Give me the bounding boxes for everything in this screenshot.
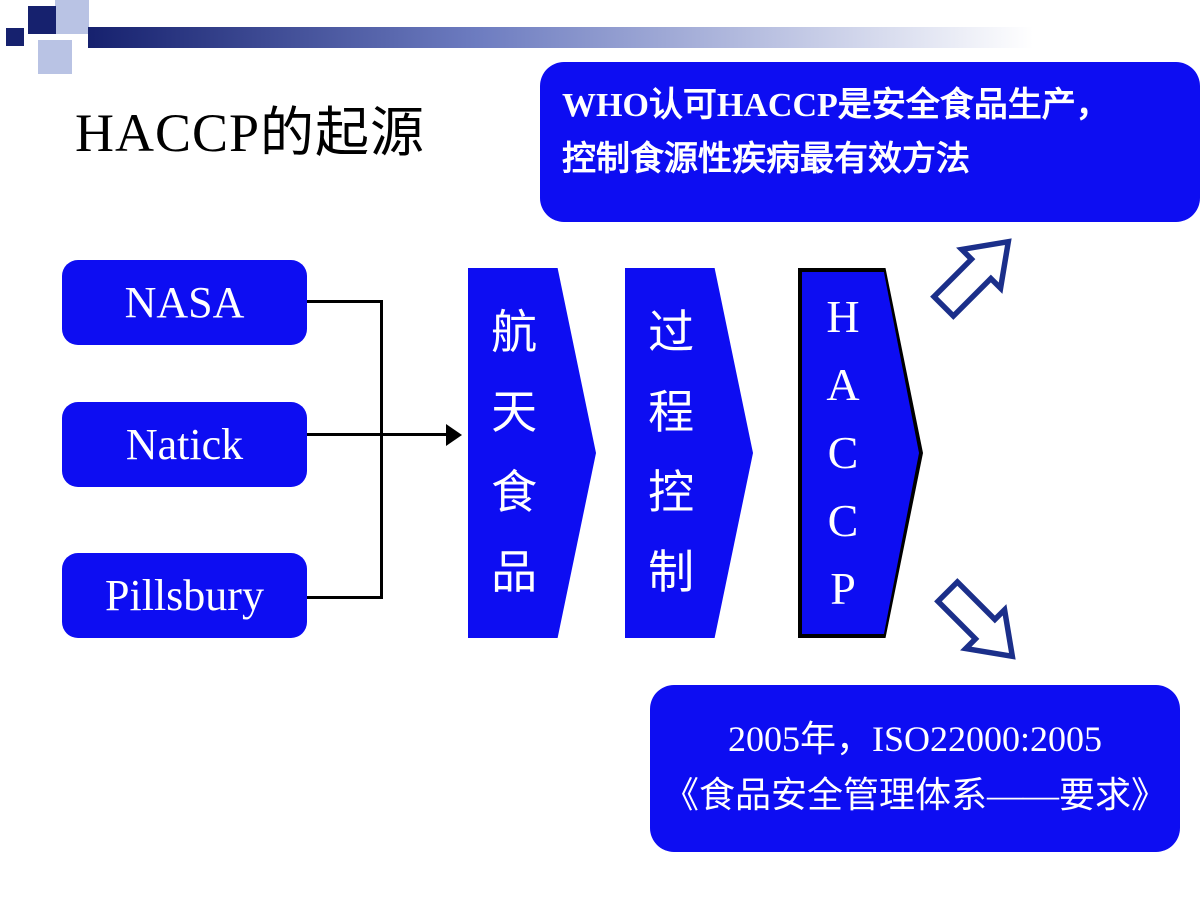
page-title: HACCP的起源: [75, 103, 426, 163]
decor-square-navy-2: [6, 28, 24, 46]
connector-line-nasa: [307, 300, 383, 303]
connector-arrowhead-icon: [446, 424, 462, 446]
iso-callout: 2005年，ISO22000:2005 《食品安全管理体系——要求》: [650, 685, 1180, 852]
flow-step-process-control: 过 程 控 制: [625, 268, 753, 638]
connector-line-vertical: [380, 300, 383, 599]
up-right-arrow-icon: [930, 238, 1012, 320]
source-box-nasa-label: NASA: [124, 278, 245, 327]
source-box-pillsbury: Pillsbury: [62, 553, 307, 638]
source-box-pillsbury-label: Pillsbury: [105, 571, 264, 620]
down-right-arrow-icon: [934, 578, 1016, 660]
decor-square-light-2: [38, 40, 72, 74]
gradient-bar: [88, 27, 1200, 48]
flow-step-space-food: 航 天 食 品: [468, 268, 596, 638]
flow-step-process-control-label: 过 程 控 制: [648, 307, 695, 598]
iso-callout-line2: 《食品安全管理体系——要求》: [662, 775, 1167, 815]
flow-step-haccp: H A C C P: [798, 268, 923, 638]
source-box-natick: Natick: [62, 402, 307, 487]
decor-square-navy-1: [28, 6, 56, 34]
connector-line-pillsbury: [307, 596, 383, 599]
iso-callout-line1: 2005年，ISO22000:2005: [727, 719, 1102, 759]
flow-step-space-food-label: 航 天 食 品: [491, 307, 538, 598]
flow-step-haccp-label: H A C C P: [826, 291, 860, 614]
decor-square-light-1: [55, 0, 89, 34]
who-callout: WHO认可HACCP是安全食品生产， 控制食源性疾病最有效方法: [540, 62, 1200, 222]
who-callout-line1: WHO认可HACCP是安全食品生产，: [562, 87, 1110, 124]
who-callout-line2: 控制食源性疾病最有效方法: [562, 141, 970, 178]
source-box-natick-label: Natick: [125, 420, 244, 469]
connector-line-natick: [307, 433, 447, 436]
source-box-nasa: NASA: [62, 260, 307, 345]
